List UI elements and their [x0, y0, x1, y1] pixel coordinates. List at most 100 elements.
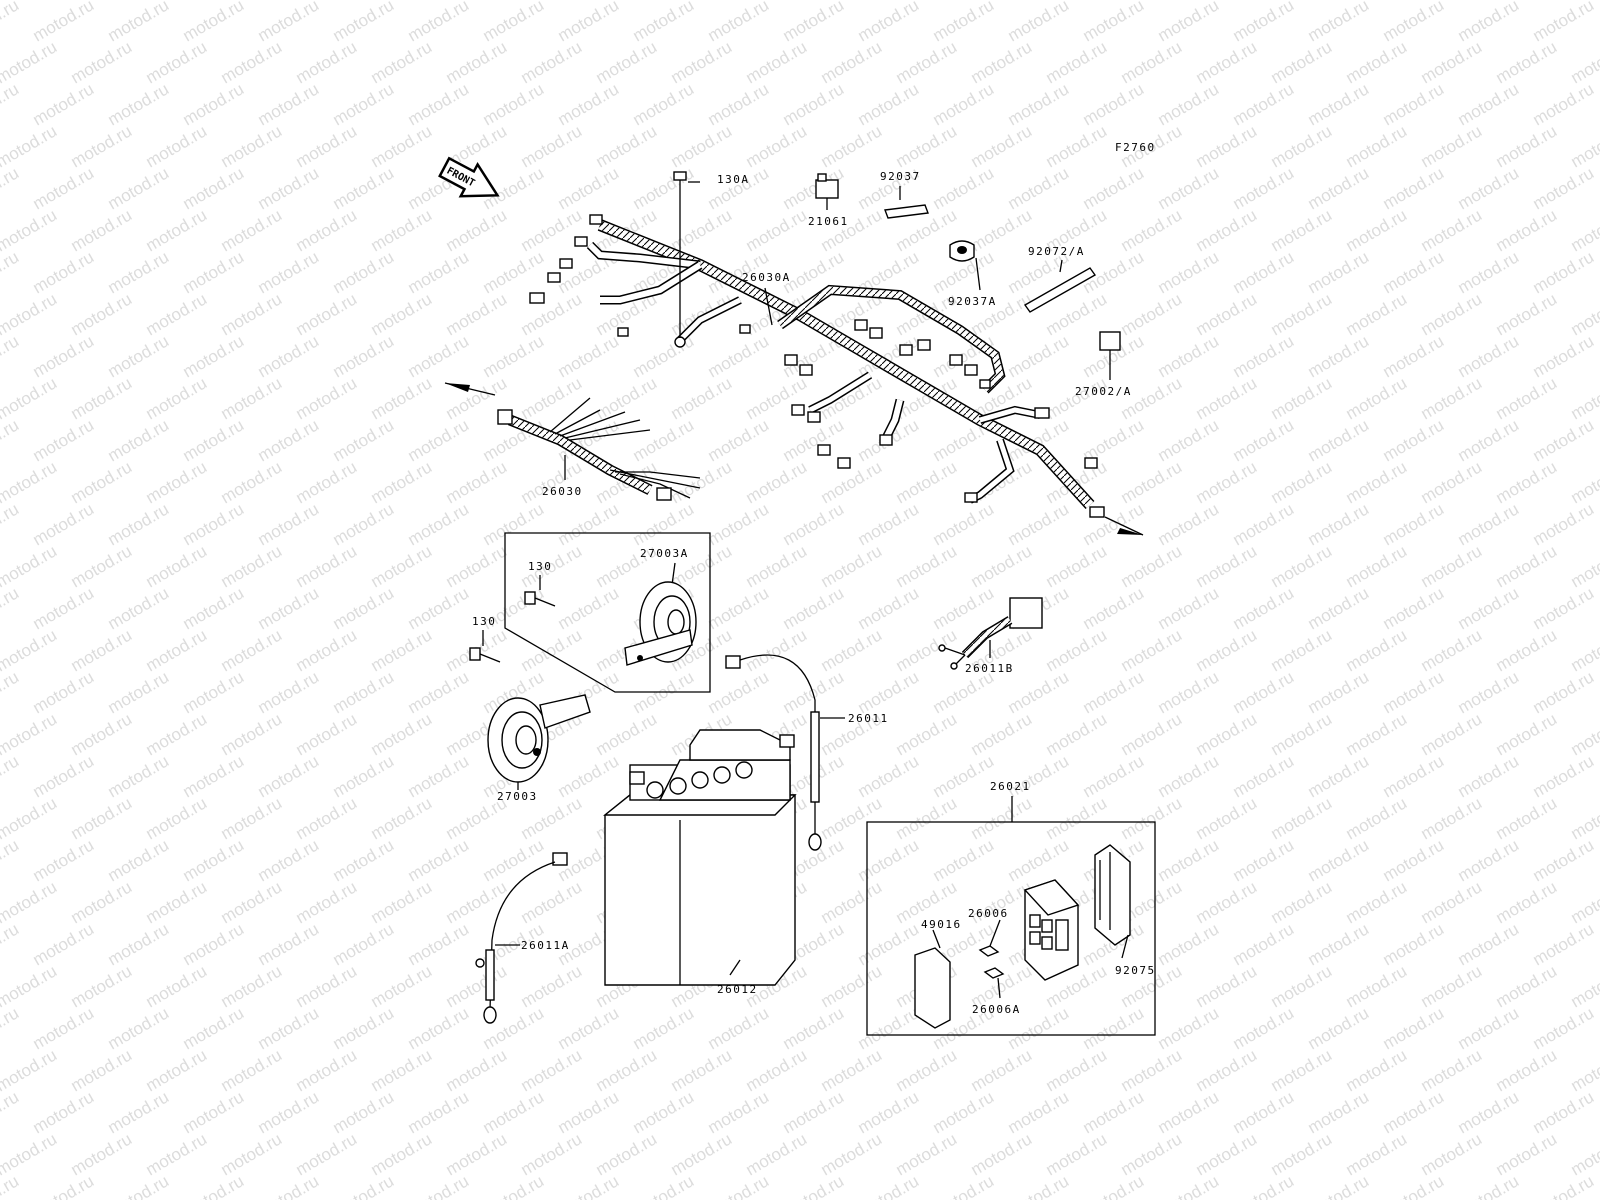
watermark-text: motod.ru: [68, 121, 136, 171]
watermark-text: motod.ru: [255, 415, 323, 465]
watermark-text: motod.ru: [1455, 1087, 1523, 1137]
watermark-text: motod.ru: [443, 1045, 511, 1095]
watermark-text: motod.ru: [443, 1129, 511, 1179]
watermark-text: motod.ru: [1455, 835, 1523, 885]
watermark-text: motod.ru: [330, 1087, 398, 1137]
watermark-text: motod.ru: [1118, 709, 1186, 759]
label-26006: 26006: [968, 907, 1009, 920]
watermark-text: motod.ru: [780, 583, 848, 633]
watermark-text: motod.ru: [0, 457, 60, 507]
watermark-text: motod.ru: [330, 415, 398, 465]
watermark-text: motod.ru: [0, 499, 22, 549]
watermark-text: motod.ru: [443, 205, 511, 255]
watermark-text: motod.ru: [68, 205, 136, 255]
watermark-text: motod.ru: [705, 1087, 773, 1137]
watermark-text: motod.ru: [143, 1129, 211, 1179]
watermark-text: motod.ru: [1230, 0, 1298, 45]
watermark-text: motod.ru: [1005, 1171, 1073, 1200]
watermark-text: motod.ru: [1568, 877, 1600, 927]
watermark-text: motod.ru: [1155, 919, 1223, 969]
watermark-text: motod.ru: [218, 289, 286, 339]
watermark-text: motod.ru: [1343, 289, 1411, 339]
watermark-text: motod.ru: [143, 1045, 211, 1095]
watermark-text: motod.ru: [668, 1045, 736, 1095]
watermark-text: motod.ru: [1155, 499, 1223, 549]
watermark-text: motod.ru: [1305, 1003, 1373, 1053]
watermark-text: motod.ru: [1080, 1087, 1148, 1137]
watermark-text: motod.ru: [930, 1087, 998, 1137]
watermark-text: motod.ru: [968, 541, 1036, 591]
label-26021: 26021: [990, 780, 1031, 793]
watermark-text: motod.ru: [105, 1003, 173, 1053]
watermark-text: motod.ru: [1193, 457, 1261, 507]
watermark-text: motod.ru: [743, 457, 811, 507]
watermark-text: motod.ru: [368, 121, 436, 171]
watermark-text: motod.ru: [1493, 541, 1561, 591]
watermark-text: motod.ru: [1193, 1045, 1261, 1095]
watermark-text: motod.ru: [180, 583, 248, 633]
watermark-text: motod.ru: [218, 1129, 286, 1179]
watermark-text: motod.ru: [630, 1171, 698, 1200]
watermark-text: motod.ru: [293, 625, 361, 675]
watermark-text: motod.ru: [630, 331, 698, 381]
watermark-text: motod.ru: [1268, 205, 1336, 255]
watermark-text: motod.ru: [480, 0, 548, 45]
watermark-text: motod.ru: [1343, 1045, 1411, 1095]
watermark-text: motod.ru: [1530, 919, 1598, 969]
label-130-top: 130: [528, 560, 552, 573]
watermark-text: motod.ru: [368, 37, 436, 87]
watermark-text: motod.ru: [1530, 1003, 1598, 1053]
watermark-text: motod.ru: [0, 0, 22, 45]
watermark-text: motod.ru: [105, 79, 173, 129]
watermark-text: motod.ru: [1418, 457, 1486, 507]
watermark-text: motod.ru: [1268, 961, 1336, 1011]
watermark-text: motod.ru: [1230, 1003, 1298, 1053]
watermark-text: motod.ru: [518, 289, 586, 339]
watermark-text: motod.ru: [1380, 499, 1448, 549]
watermark-text: motod.ru: [818, 37, 886, 87]
watermark-text: motod.ru: [143, 709, 211, 759]
watermark-text: motod.ru: [255, 751, 323, 801]
watermark-text: motod.ru: [143, 121, 211, 171]
watermark-text: motod.ru: [105, 751, 173, 801]
watermark-text: motod.ru: [668, 121, 736, 171]
watermark-text: motod.ru: [930, 751, 998, 801]
watermark-text: motod.ru: [1568, 961, 1600, 1011]
watermark-text: motod.ru: [1530, 835, 1598, 885]
watermark-text: motod.ru: [1193, 121, 1261, 171]
watermark-text: motod.ru: [1380, 1003, 1448, 1053]
watermark-text: motod.ru: [105, 667, 173, 717]
battery-26012: [605, 730, 795, 985]
watermark-text: motod.ru: [1305, 163, 1373, 213]
watermark-text: motod.ru: [1080, 751, 1148, 801]
watermark-text: motod.ru: [1305, 919, 1373, 969]
watermark-text: motod.ru: [1530, 331, 1598, 381]
watermark-text: motod.ru: [1305, 0, 1373, 45]
watermark-text: motod.ru: [855, 1003, 923, 1053]
watermark-text: motod.ru: [0, 1129, 60, 1179]
watermark-text: motod.ru: [968, 37, 1036, 87]
watermark-text: motod.ru: [1118, 1129, 1186, 1179]
watermark-text: motod.ru: [1455, 751, 1523, 801]
watermark-text: motod.ru: [855, 667, 923, 717]
watermark-text: motod.ru: [1005, 331, 1073, 381]
watermark-text: motod.ru: [780, 415, 848, 465]
watermark-text: motod.ru: [555, 1087, 623, 1137]
watermark-text: motod.ru: [180, 331, 248, 381]
watermark-text: motod.ru: [930, 79, 998, 129]
watermark-text: motod.ru: [1380, 79, 1448, 129]
watermark-text: motod.ru: [893, 541, 961, 591]
watermark-text: motod.ru: [930, 331, 998, 381]
watermark-text: motod.ru: [1193, 709, 1261, 759]
watermark-text: motod.ru: [1268, 289, 1336, 339]
watermark-text: motod.ru: [1043, 121, 1111, 171]
watermark-text: motod.ru: [705, 1171, 773, 1200]
watermark-text: motod.ru: [630, 0, 698, 45]
watermark-text: motod.ru: [180, 667, 248, 717]
strap-92037: [885, 205, 928, 218]
watermark-text: motod.ru: [1530, 583, 1598, 633]
watermark-text: motod.ru: [1418, 961, 1486, 1011]
watermark-text: motod.ru: [1193, 205, 1261, 255]
watermark-text: motod.ru: [293, 541, 361, 591]
watermark-text: motod.ru: [1455, 667, 1523, 717]
